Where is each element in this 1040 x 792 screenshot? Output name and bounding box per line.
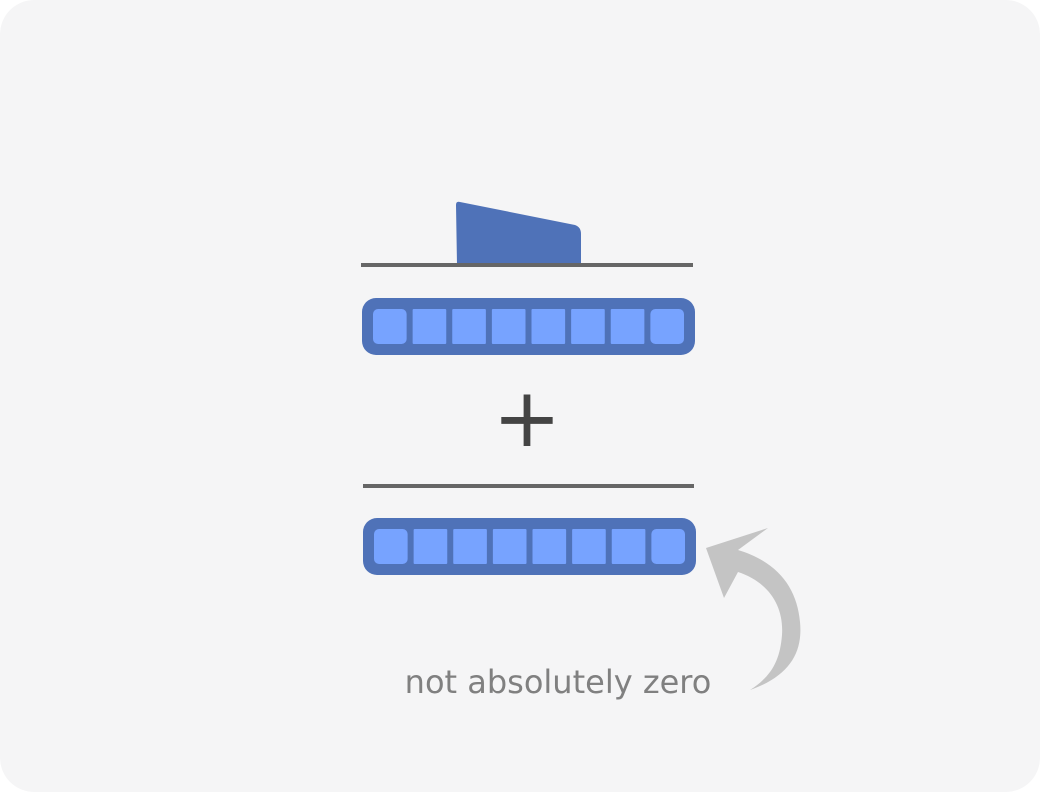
register-cell <box>374 529 408 564</box>
register-cell <box>611 529 646 564</box>
register-cell <box>412 309 447 344</box>
register-top <box>362 298 695 355</box>
register-frame <box>363 518 696 575</box>
stapler-body-icon <box>456 201 581 265</box>
curved-arrow-icon <box>706 528 801 690</box>
register-cell <box>373 309 407 344</box>
register-cell <box>571 309 605 344</box>
register-result <box>363 518 696 575</box>
register-cell <box>413 529 448 564</box>
register-cell <box>572 529 606 564</box>
register-cell <box>453 529 487 564</box>
register-cell <box>651 529 685 564</box>
register-frame <box>362 298 695 355</box>
register-cell <box>452 309 486 344</box>
register-cell <box>532 529 567 564</box>
annotation-caption: not absolutely zero <box>405 663 712 701</box>
register-cell <box>491 309 526 344</box>
plus-operator: + <box>493 371 562 466</box>
register-cell <box>492 529 527 564</box>
register-cell <box>610 309 645 344</box>
register-cell <box>650 309 684 344</box>
register-cell <box>531 309 566 344</box>
